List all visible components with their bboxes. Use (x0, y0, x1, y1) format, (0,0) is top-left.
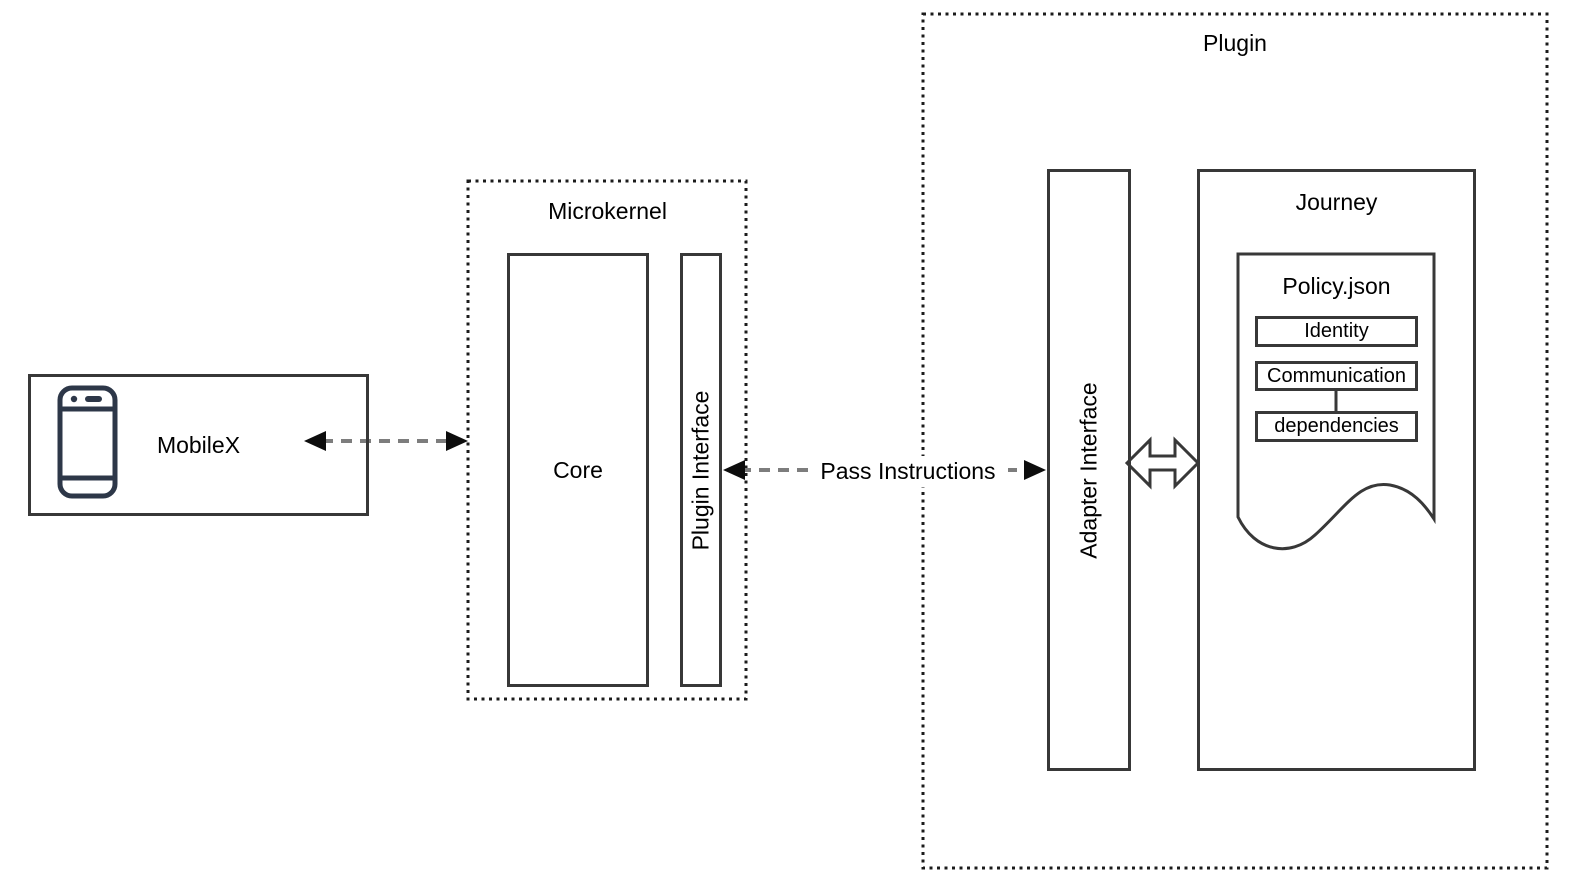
adapter-journey-arrow (1124, 436, 1201, 490)
adapter-interface-label: Adapter Interface (1075, 381, 1102, 559)
policy-item-dependencies: dependencies (1255, 411, 1418, 442)
identity-label: Identity (1304, 320, 1369, 342)
pass-instructions-arrow (723, 460, 1046, 480)
journey-box (1197, 169, 1476, 771)
dependencies-label: dependencies (1274, 415, 1399, 437)
policy-item-identity: Identity (1255, 316, 1418, 347)
smartphone-icon (57, 385, 118, 499)
adapter-interface-box: Adapter Interface (1047, 169, 1131, 771)
plugin-container-border (921, 12, 1549, 870)
policy-json-title: Policy.json (1282, 273, 1391, 299)
plugin-interface-label: Plugin Interface (687, 390, 714, 550)
plugin-title: Plugin (1203, 30, 1267, 56)
communication-label: Communication (1267, 364, 1406, 387)
core-box: Core (507, 253, 649, 687)
plugin-interface-box: Plugin Interface (680, 253, 722, 687)
mobilex-microkernel-arrow (304, 431, 468, 451)
pass-instructions-label: Pass Instructions (808, 456, 1008, 487)
mobilex-label: MobileX (156, 431, 241, 458)
microkernel-title: Microkernel (548, 198, 667, 224)
journey-title: Journey (1295, 189, 1378, 215)
core-label: Core (553, 456, 603, 483)
policy-item-communication: Communication (1255, 361, 1418, 391)
mobilex-box: MobileX (28, 374, 369, 516)
